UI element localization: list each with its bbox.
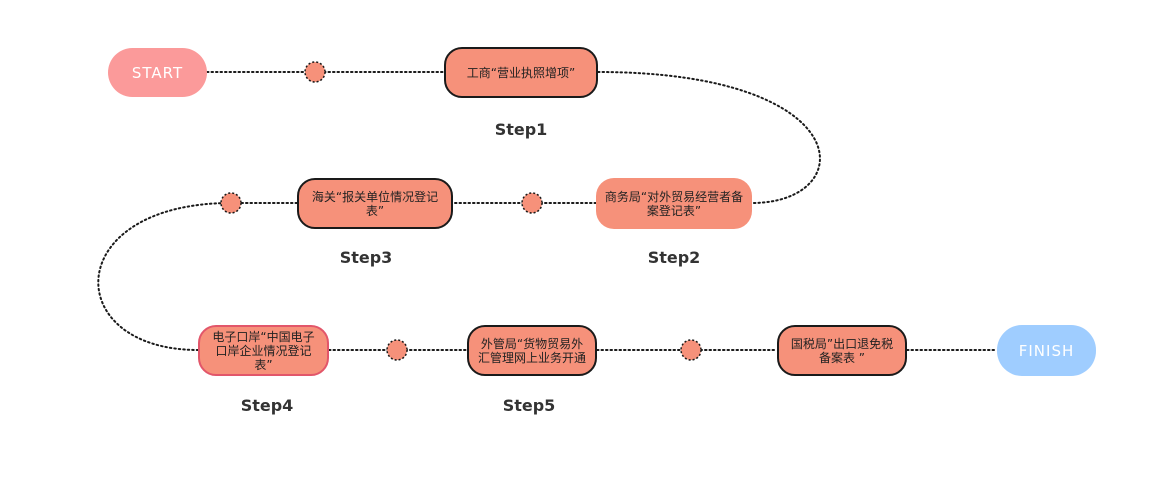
connector-dot (304, 61, 326, 83)
step4-node: 电子口岸“中国电子口岸企业情况登记表” (198, 325, 329, 376)
connector-dot (680, 339, 702, 361)
step3-label: Step3 (339, 248, 393, 267)
connector-step1-step2 (597, 71, 821, 204)
finish-node: FINISH (997, 325, 1096, 376)
connector-step3-loop (97, 202, 298, 351)
step2-label: Step2 (647, 248, 701, 267)
step3-node: 海关“报关单位情况登记表” (297, 178, 453, 229)
start-node: START (108, 48, 207, 97)
step2-node: 商务局“对外贸易经营者备案登记表” (596, 178, 752, 229)
step6-node: 国税局”出口退免税备案表 ” (777, 325, 907, 376)
step5-node: 外管局“货物贸易外汇管理网上业务开通 (467, 325, 597, 376)
step1-label: Step1 (494, 120, 548, 139)
connector-dot (521, 192, 543, 214)
step4-label: Step4 (240, 396, 294, 415)
step5-label: Step5 (502, 396, 556, 415)
connector-dot (386, 339, 408, 361)
step1-node: 工商“营业执照增项” (444, 47, 598, 98)
connector-dot (220, 192, 242, 214)
